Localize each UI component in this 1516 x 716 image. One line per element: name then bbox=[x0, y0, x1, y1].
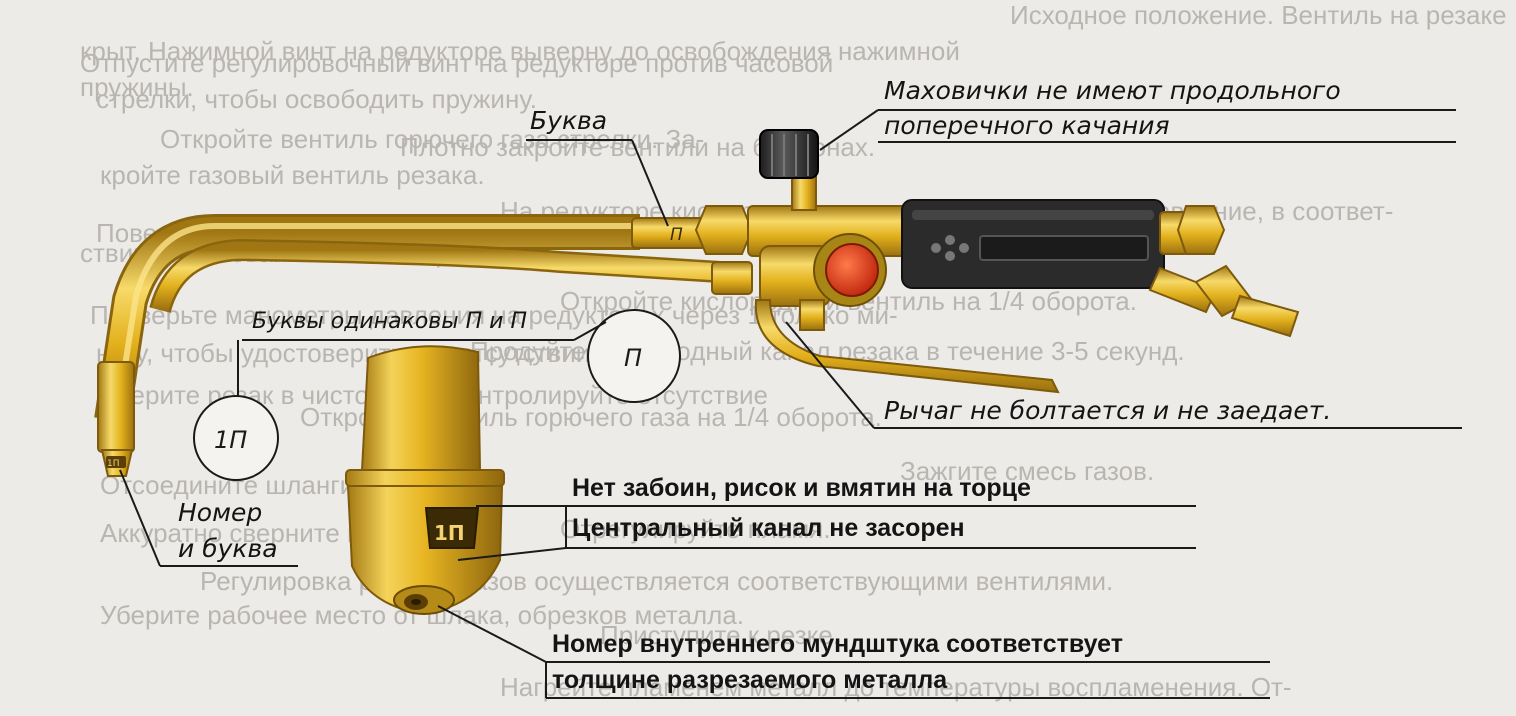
background-text-line: крыт. Нажимной винт на редукторе выверну… bbox=[80, 36, 960, 66]
background-text-line: кройте газовый вентиль резака. bbox=[100, 160, 485, 190]
label-letters-equal: Буквы одинаковы П и П bbox=[252, 309, 528, 334]
circle-letter: П bbox=[624, 344, 642, 372]
background-text-line: пружины. bbox=[80, 72, 194, 102]
label-and-letter: и буква bbox=[178, 534, 278, 563]
callout-circle-letter bbox=[587, 309, 681, 403]
label-letter: Буква bbox=[530, 106, 608, 135]
background-text-line: стрелки, чтобы освободить пружину. bbox=[96, 84, 537, 114]
background-text-line: Исходное положение. Вентиль на резаке за… bbox=[1010, 0, 1506, 30]
background-text-line: Приступите к резке. bbox=[600, 620, 840, 650]
hex-nut bbox=[694, 205, 754, 255]
nozzle-detail: 1П bbox=[345, 345, 505, 616]
background-text-line: Отпустите регулировочный винт на редукто… bbox=[80, 48, 834, 78]
label-lever: Рычаг не болтается и не заедает. bbox=[884, 396, 1332, 425]
leader-lines bbox=[119, 109, 1462, 699]
handwheel-knob bbox=[759, 129, 819, 179]
label-nozzle-1: Номер внутреннего мундштука соответствуе… bbox=[552, 630, 1123, 658]
label-handwheels-2: поперечного качания bbox=[884, 111, 1170, 140]
background-text-line: Регулировка расхода газов осуществляется… bbox=[200, 566, 1114, 596]
label-nozzle-2: толщине разрезаемого металла bbox=[552, 666, 948, 694]
background-text-line: Зажгите смесь газов. bbox=[900, 456, 1155, 486]
callout-circle-tip bbox=[193, 395, 279, 481]
label-tip-face: Нет забоин, рисок и вмятин на торце bbox=[572, 474, 1031, 502]
oxygen-lever bbox=[754, 299, 1060, 394]
nozzle-tip-mark: 1П bbox=[434, 521, 465, 545]
torch: П bbox=[94, 129, 1300, 477]
circle-tip-mark: 1П bbox=[214, 426, 247, 454]
background-text-line: Отрегулируйте пламя. bbox=[560, 514, 831, 544]
label-handwheels-1: Маховички не имеют продольного bbox=[884, 76, 1341, 105]
tip-small-mark: 1П bbox=[107, 459, 120, 469]
label-number: Номер bbox=[178, 498, 263, 527]
label-channel: Центральный канал не засорен bbox=[572, 514, 965, 542]
tube-letter: П bbox=[670, 225, 683, 245]
